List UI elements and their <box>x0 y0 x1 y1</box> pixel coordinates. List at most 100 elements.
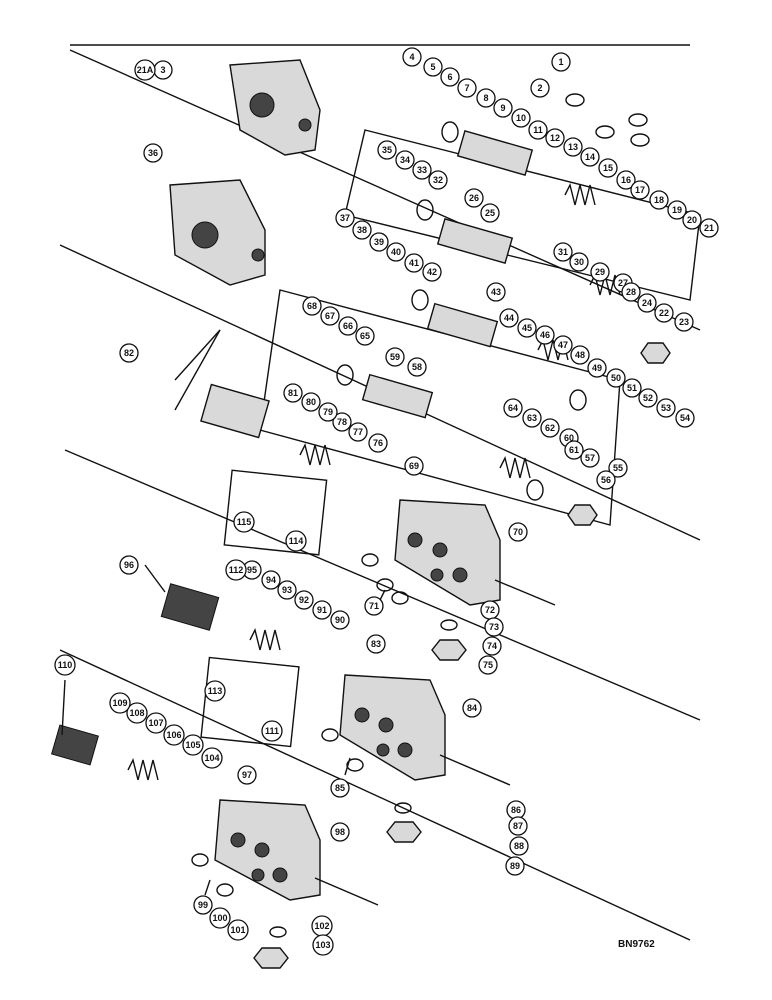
callout-63: 63 <box>522 408 542 428</box>
callout-text: 26 <box>469 193 479 203</box>
callout-text: 21A <box>137 65 154 75</box>
callout-text: 45 <box>522 323 532 333</box>
callout-text: 11 <box>533 125 543 135</box>
callout-text: 70 <box>513 527 523 537</box>
callout-text: 69 <box>409 461 419 471</box>
callout-110: 110 <box>54 654 76 676</box>
callout-text: 94 <box>266 575 276 585</box>
callout-text: 54 <box>680 413 690 423</box>
callout-16: 16 <box>616 170 636 190</box>
callout-39: 39 <box>369 232 389 252</box>
callout-22: 22 <box>654 303 674 323</box>
callout-text: 103 <box>315 940 330 950</box>
callout-35: 35 <box>377 140 397 160</box>
callout-37: 37 <box>335 208 355 228</box>
callout-text: 16 <box>621 175 631 185</box>
leader-lines <box>61 329 386 896</box>
callout-text: 56 <box>601 475 611 485</box>
callout-64: 64 <box>503 398 523 418</box>
callout-text: 50 <box>611 373 621 383</box>
callout-102: 102 <box>311 915 333 937</box>
callout-text: 14 <box>585 152 595 162</box>
callout-103: 103 <box>312 934 334 956</box>
callout-text: 66 <box>343 321 353 331</box>
callout-7: 7 <box>457 78 477 98</box>
callout-text: 65 <box>360 331 370 341</box>
callout-text: 107 <box>148 718 163 728</box>
callout-text: 106 <box>166 730 181 740</box>
callout-34: 34 <box>395 150 415 170</box>
callout-text: 77 <box>353 427 363 437</box>
callout-36: 36 <box>143 143 163 163</box>
callout-33: 33 <box>412 160 432 180</box>
callout-44: 44 <box>499 308 519 328</box>
callout-50: 50 <box>606 368 626 388</box>
callout-text: 12 <box>550 133 560 143</box>
callout-text: 1 <box>558 57 563 67</box>
callout-text: 112 <box>229 565 244 575</box>
callout-31: 31 <box>553 242 573 262</box>
callout-76: 76 <box>368 433 388 453</box>
callout-48: 48 <box>570 345 590 365</box>
callout-text: 108 <box>129 708 144 718</box>
callout-55: 55 <box>608 458 628 478</box>
callout-text: 91 <box>317 605 327 615</box>
callout-text: 63 <box>527 413 537 423</box>
callout-3: 3 <box>153 60 173 80</box>
callout-text: 115 <box>237 517 252 527</box>
callout-text: 93 <box>282 585 292 595</box>
callout-text: 80 <box>306 397 316 407</box>
callout-text: 25 <box>485 208 495 218</box>
callout-25: 25 <box>480 203 500 223</box>
callout-86: 86 <box>506 800 526 820</box>
callout-text: 75 <box>483 660 493 670</box>
callout-text: 23 <box>679 317 689 327</box>
callout-text: 71 <box>369 601 379 611</box>
callout-text: 76 <box>373 438 383 448</box>
callout-text: 51 <box>627 383 637 393</box>
callout-12: 12 <box>545 128 565 148</box>
callout-92: 92 <box>294 590 314 610</box>
callout-15: 15 <box>598 158 618 178</box>
callout-text: 21 <box>704 223 714 233</box>
callout-10: 10 <box>511 108 531 128</box>
callout-91: 91 <box>312 600 332 620</box>
callout-text: 49 <box>592 363 602 373</box>
callout-text: 37 <box>340 213 350 223</box>
callout-100: 100 <box>209 907 231 929</box>
callout-labels: 12321A4567891011121314151617181920212223… <box>54 47 719 956</box>
callout-47: 47 <box>553 335 573 355</box>
callout-text: 92 <box>299 595 309 605</box>
callout-93: 93 <box>277 580 297 600</box>
callout-text: 35 <box>382 145 392 155</box>
callout-17: 17 <box>630 180 650 200</box>
callout-text: 104 <box>204 753 219 763</box>
callout-text: 74 <box>487 641 497 651</box>
callout-text: 24 <box>642 298 652 308</box>
callout-23: 23 <box>674 312 694 332</box>
callout-104: 104 <box>201 747 223 769</box>
callout-text: 88 <box>514 841 524 851</box>
callout-text: 47 <box>558 340 568 350</box>
callout-75: 75 <box>478 655 498 675</box>
callout-101: 101 <box>227 919 249 941</box>
callout-text: 57 <box>585 453 595 463</box>
callout-text: 78 <box>337 417 347 427</box>
callout-62: 62 <box>540 418 560 438</box>
callout-24: 24 <box>637 293 657 313</box>
callout-text: 111 <box>265 726 279 736</box>
callout-text: 84 <box>467 703 477 713</box>
callout-text: 97 <box>242 770 252 780</box>
callout-30: 30 <box>569 252 589 272</box>
callout-text: 101 <box>230 925 245 935</box>
spool-parts <box>51 129 534 766</box>
callout-71: 71 <box>364 596 384 616</box>
callout-text: 95 <box>247 565 257 575</box>
callout-111: 111 <box>261 720 283 742</box>
callout-21: 21 <box>699 218 719 238</box>
callout-109: 109 <box>109 692 131 714</box>
valve-body-83 <box>339 674 511 786</box>
callout-57: 57 <box>580 448 600 468</box>
callout-text: 36 <box>148 148 158 158</box>
callout-text: 60 <box>564 433 574 443</box>
